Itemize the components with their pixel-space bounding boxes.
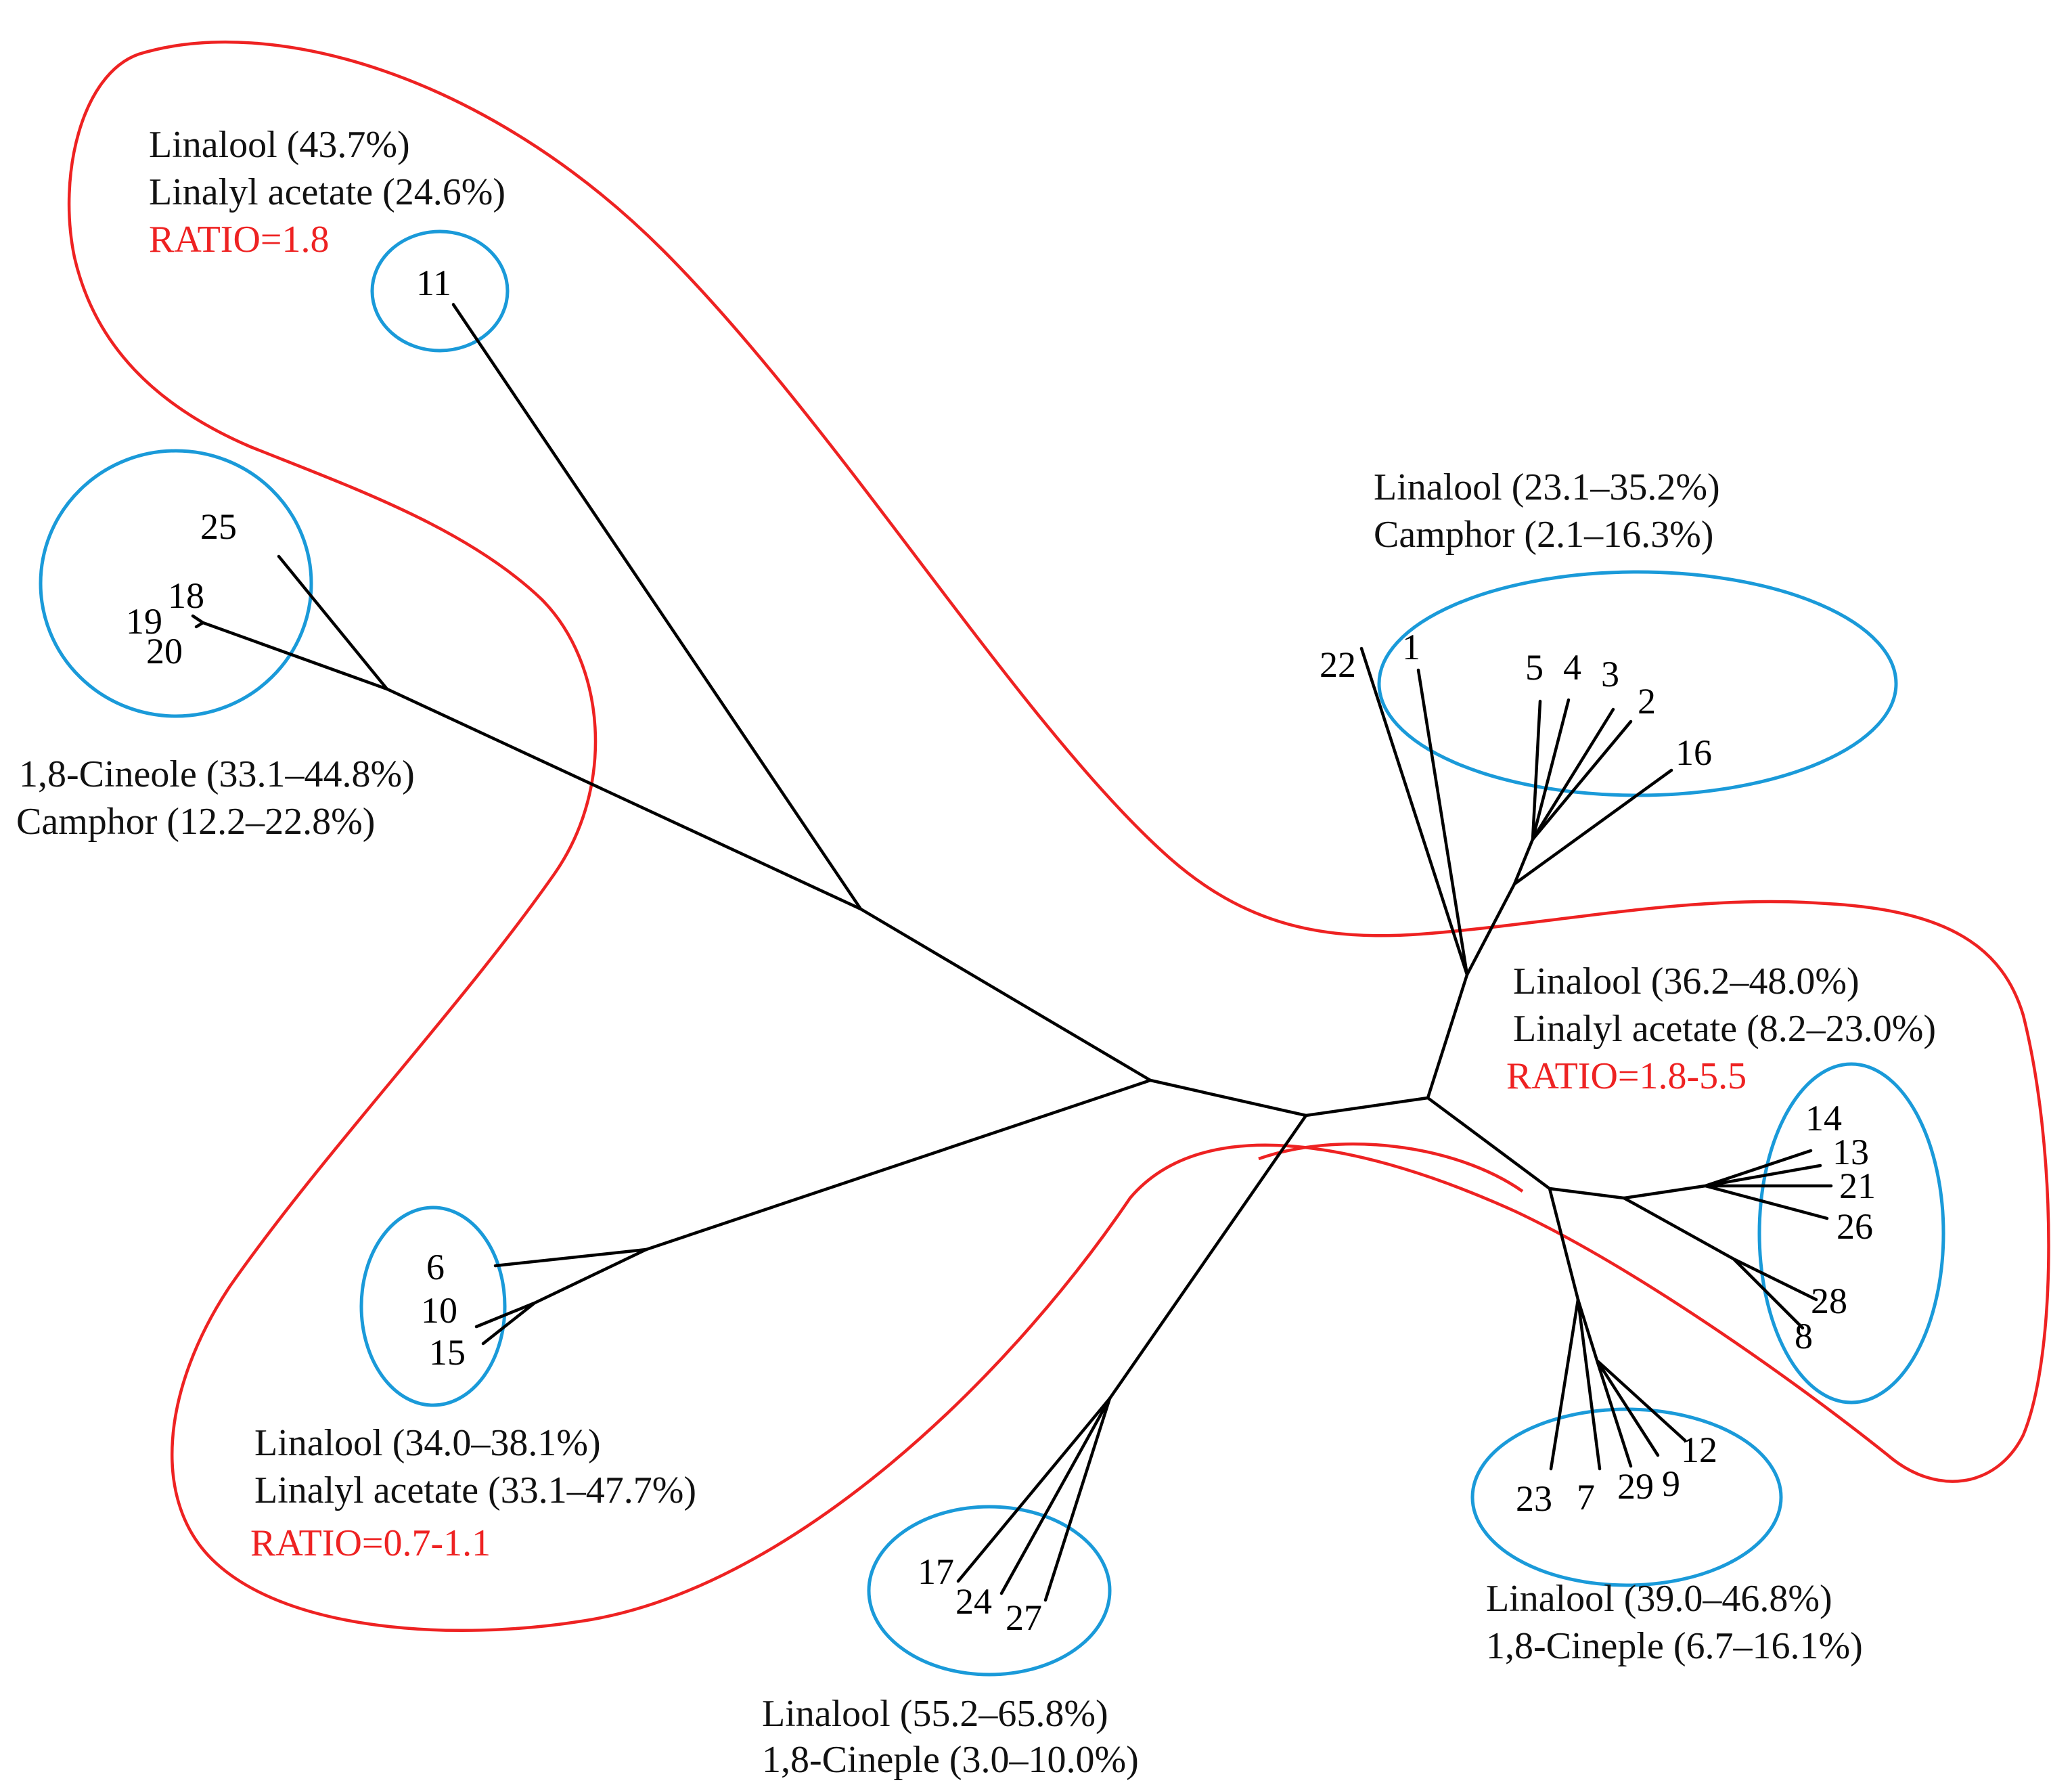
leaf-label: 26: [1837, 1206, 1873, 1247]
group-label: Linalyl acetate (8.2–23.0%): [1513, 1008, 1936, 1050]
leaf-label: 10: [421, 1290, 457, 1331]
leaf-label: 5: [1525, 647, 1544, 688]
leaf-label: 6: [426, 1247, 445, 1287]
leaf-label: 8: [1795, 1316, 1813, 1356]
group-label: Linalool (39.0–46.8%): [1486, 1578, 1832, 1620]
branch-29-9-12: [1576, 1298, 1687, 1468]
leaf-label: 27: [1006, 1597, 1042, 1638]
branch-24: [999, 1396, 1112, 1595]
leaf-label: 28: [1811, 1281, 1847, 1321]
subcluster-ellipse-right: [1757, 1062, 1945, 1405]
branch-22: [1359, 646, 1469, 977]
leaf-label: 4: [1563, 647, 1581, 688]
group-label: Linalyl acetate (33.1–47.7%): [254, 1469, 696, 1511]
group-label: Linalool (34.0–38.1%): [254, 1422, 601, 1464]
leaf-label: 16: [1675, 732, 1712, 773]
branch-upper-right: [1426, 973, 1469, 1100]
group-label: 1,8-Cineple (6.7–16.1%): [1486, 1625, 1863, 1667]
tree-branches: [191, 303, 1833, 1602]
group-label: Camphor (12.2–22.8%): [16, 801, 375, 843]
ratio-label: RATIO=0.7-1.1: [250, 1522, 491, 1564]
branch-27: [1043, 1396, 1112, 1602]
branch-6: [493, 1247, 648, 1268]
branch-28-8: [1622, 1196, 1818, 1330]
leaf-label: 25: [200, 506, 237, 547]
branch-18-19-20: [191, 614, 389, 691]
leaf-label: 3: [1601, 654, 1619, 694]
leaf-label: 21: [1839, 1166, 1876, 1206]
leaf-label: 15: [429, 1332, 466, 1373]
leaf-label: 14: [1805, 1098, 1842, 1138]
branch-3: [1531, 707, 1615, 841]
ratio-label: RATIO=1.8-5.5: [1506, 1055, 1747, 1097]
branch-inner-camphor: [1465, 837, 1535, 977]
leaf-label: 7: [1577, 1477, 1595, 1518]
leaf-label: 2: [1638, 681, 1656, 722]
branch-bottom: [1108, 1113, 1308, 1400]
branch-2: [1531, 720, 1633, 841]
subcluster-ellipse-18-25: [39, 449, 313, 718]
branch-upper-left: [385, 687, 1152, 1082]
branch-root: [1148, 1078, 1430, 1118]
group-label: Linalool (43.7%): [149, 124, 410, 166]
subcluster-ellipse-left: [359, 1206, 507, 1407]
leaf-label: 12: [1681, 1430, 1717, 1470]
cluster-boundary-linalyl-11: [67, 40, 2050, 1632]
branch-23: [1549, 1298, 1580, 1471]
branch-right-cluster: [1548, 1187, 1626, 1200]
branch-left: [644, 1078, 1152, 1252]
branch-11: [451, 303, 863, 911]
leaf-label: 19: [126, 601, 162, 642]
branch-lower-right: [1426, 1096, 1552, 1191]
leaf-label: 11: [416, 263, 451, 303]
ratio-label: RATIO=1.8: [149, 219, 329, 261]
group-label: Camphor (2.1–16.3%): [1374, 514, 1713, 556]
subcluster-ellipse-bottom: [867, 1505, 1112, 1677]
branch-17: [956, 1396, 1112, 1583]
group-label: Linalyl acetate (24.6%): [149, 171, 505, 213]
group-label: Linalool (23.1–35.2%): [1374, 466, 1720, 508]
leaf-label: 13: [1832, 1132, 1869, 1172]
leaf-label: 20: [146, 631, 183, 671]
leaf-label: 22: [1320, 644, 1356, 685]
leaf-label: 29: [1617, 1466, 1654, 1507]
branch-16: [1512, 768, 1673, 886]
branch-5: [1531, 699, 1542, 841]
leaf-labels: 11 25 18 19 20 6 10 15 17 24 27 22 1 5 4…: [126, 263, 1876, 1638]
group-label: Linalool (36.2–48.0%): [1513, 960, 1860, 1002]
branch-7: [1576, 1298, 1602, 1471]
leaf-label: 18: [168, 575, 204, 616]
leaf-label: 23: [1516, 1478, 1552, 1519]
branch-lower-stem: [1548, 1187, 1580, 1302]
branch-4: [1531, 698, 1571, 841]
branch-1: [1416, 668, 1469, 977]
leaf-label: 9: [1662, 1463, 1680, 1504]
subcluster-ellipse-11: [370, 229, 510, 353]
group-labels: Linalool (43.7%) Linalyl acetate (24.6%)…: [16, 124, 1936, 1781]
branch-10-15: [474, 1247, 648, 1346]
group-label: 1,8-Cineple (3.0–10.0%): [762, 1739, 1139, 1781]
branch-25: [277, 554, 389, 691]
cluster-boundary-bottom: [1258, 1142, 1524, 1193]
leaf-label: 24: [955, 1581, 992, 1622]
group-label: Linalool (55.2–65.8%): [762, 1693, 1108, 1735]
leaf-label: 17: [918, 1551, 954, 1592]
branch-14-13-21-26: [1622, 1149, 1833, 1220]
group-label: 1,8-Cineole (33.1–44.8%): [19, 753, 415, 795]
leaf-label: 1: [1402, 627, 1420, 667]
